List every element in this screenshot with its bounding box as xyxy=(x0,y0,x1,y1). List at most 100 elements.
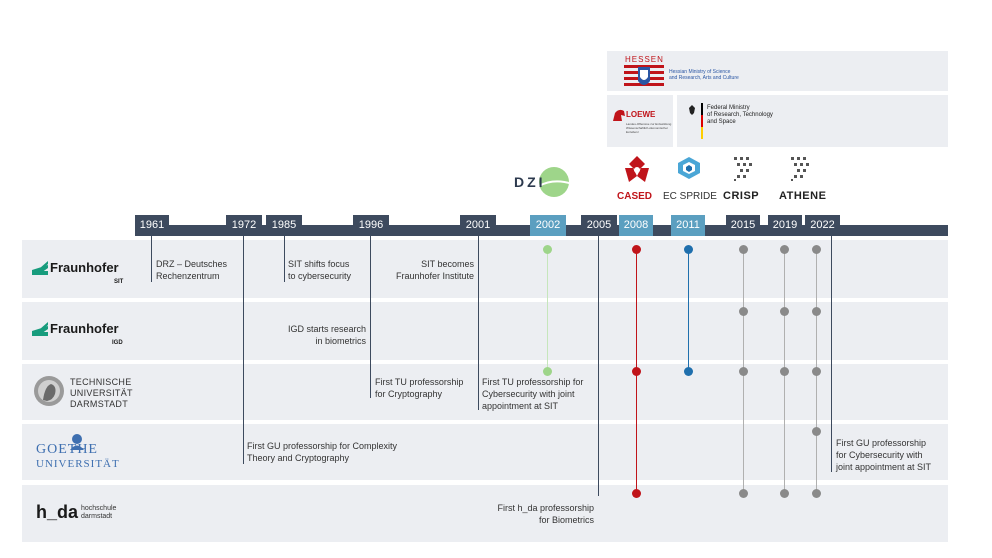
line-2001 xyxy=(478,236,479,410)
logo-fraunhofer-sit: Fraunhofer SIT xyxy=(32,259,132,289)
dot-ecspride-tu xyxy=(684,367,693,376)
loewe-sub-line1: Landes-Offensive zur Entwicklung xyxy=(626,122,672,126)
hda-name: h_da xyxy=(36,502,79,522)
row-tu-darmstadt xyxy=(22,364,948,420)
line-2005 xyxy=(598,236,599,496)
year-1961: 1961 xyxy=(135,215,169,236)
year-2019: 2019 xyxy=(768,215,802,236)
hda-line2: darmstadt xyxy=(81,513,113,520)
tu-line2: UNIVERSITÄT xyxy=(70,388,133,398)
tu-line1: TECHNISCHE xyxy=(70,377,132,387)
event-drz: DRZ – Deutsches Rechenzentrum xyxy=(156,258,227,282)
event-igd-bio-line1: IGD starts research xyxy=(287,324,366,334)
loewe-lion-icon xyxy=(613,109,625,121)
year-1972: 1972 xyxy=(226,215,262,236)
federal-flag xyxy=(701,103,703,139)
goethe-line2: UNIVERSITÄT xyxy=(36,458,120,470)
event-gu-complexity-line1: First GU professorship for Complexity xyxy=(247,441,398,451)
dot-cased-hda xyxy=(632,489,641,498)
year-2001: 2001 xyxy=(460,215,496,236)
line-2011 xyxy=(688,249,689,371)
fraunhofer-mark-icon xyxy=(32,261,48,275)
line-1996 xyxy=(370,236,371,398)
federal-line3: and Space xyxy=(707,119,736,125)
hda-line1: hochschule xyxy=(81,505,117,512)
year-2015: 2015 xyxy=(726,215,760,236)
event-drz-line2: Rechenzentrum xyxy=(156,271,220,281)
funder-panel-hessen: HESSEN Hessian Ministry of Science and R… xyxy=(607,51,948,91)
athena-head-icon xyxy=(34,376,64,406)
logo-ec-spride: EC SPRIDE xyxy=(661,156,717,204)
year-1985: 1985 xyxy=(266,215,302,236)
funder-panel-federal: Federal Ministry of Research, Technology… xyxy=(677,95,948,147)
ec-spride-icon xyxy=(678,157,700,179)
event-tu-cyber: First TU professorship for Cybersecurity… xyxy=(482,376,583,412)
logo-dzi: DZI xyxy=(512,166,574,198)
row-fraunhofer-igd xyxy=(22,302,948,360)
ec-spride-label: EC SPRIDE xyxy=(663,191,717,202)
dot-athene19-igd xyxy=(780,307,789,316)
dot-athene22-igd xyxy=(812,307,821,316)
event-tu-crypto: First TU professorship for Cryptography xyxy=(375,376,463,400)
fraunhofer-igd-name: Fraunhofer xyxy=(50,321,119,336)
federal-line2: of Research, Technology xyxy=(707,112,773,118)
dot-athene19-tu xyxy=(780,367,789,376)
logo-athene: ATHENE xyxy=(776,156,832,204)
dot-crisp-igd xyxy=(739,307,748,316)
dot-crisp-tu xyxy=(739,367,748,376)
fraunhofer-sit-sub: SIT xyxy=(114,279,124,285)
event-sit-shift: SIT shifts focus to cybersecurity xyxy=(288,258,351,282)
event-hda-bio: First h_da professorship for Biometrics xyxy=(474,502,594,526)
event-tu-cyber-line1: First TU professorship for xyxy=(482,377,584,387)
event-gu-complexity-line2: Theory and Cryptography xyxy=(247,453,350,463)
logo-hda: h_da hochschule darmstadt xyxy=(36,502,136,526)
line-1972 xyxy=(243,236,244,464)
line-1985 xyxy=(284,236,285,282)
goethe-portrait-icon xyxy=(70,434,84,450)
event-hda-bio-line2: for Biometrics xyxy=(538,515,594,525)
federal-eagle-icon xyxy=(689,105,695,115)
goethe-line1: GOETHE xyxy=(36,442,98,457)
dot-dzi-sit xyxy=(543,245,552,254)
year-2005: 2005 xyxy=(581,215,617,236)
event-igd-bio-line2: in biometrics xyxy=(315,336,366,346)
dot-athene19-sit xyxy=(780,245,789,254)
event-tu-cyber-line3: appointment at SIT xyxy=(482,401,559,411)
dot-athene22-sit xyxy=(812,245,821,254)
row-goethe xyxy=(22,424,948,480)
dot-crisp-hda xyxy=(739,489,748,498)
year-1996: 1996 xyxy=(353,215,389,236)
logo-fraunhofer-igd: Fraunhofer IGD xyxy=(32,320,132,350)
funder-panel-loewe: LOEWE Landes-Offensive zur Entwicklung W… xyxy=(607,95,673,147)
federal-ministry: Federal Ministry of Research, Technology… xyxy=(707,105,773,126)
year-2002: 2002 xyxy=(530,215,566,236)
hessen-label: HESSEN xyxy=(625,55,664,64)
year-2008: 2008 xyxy=(619,215,653,236)
row-hda xyxy=(22,485,948,542)
year-2011: 2011 xyxy=(671,215,705,236)
event-tu-cyber-line2: Cybersecurity with joint xyxy=(482,389,575,399)
dzi-circle-icon xyxy=(538,167,572,197)
hessen-ministry-line1: Hessian Ministry of Science xyxy=(669,69,731,75)
event-gu-cyber-line3: joint appointment at SIT xyxy=(836,462,932,472)
dot-cased-tu xyxy=(632,367,641,376)
cased-flower-icon xyxy=(625,156,649,182)
event-gu-cyber-line1: First GU professorship xyxy=(836,438,927,448)
event-sit-fraunhofer: SIT becomes Fraunhofer Institute xyxy=(384,258,474,282)
event-sit-shift-line1: SIT shifts focus xyxy=(288,259,350,269)
event-hda-bio-line1: First h_da professorship xyxy=(497,503,594,513)
dot-cased-sit xyxy=(632,245,641,254)
dot-dzi-tu xyxy=(543,367,552,376)
dot-athene19-hda xyxy=(780,489,789,498)
event-igd-bio: IGD starts research in biometrics xyxy=(270,323,366,347)
tu-line3: DARMSTADT xyxy=(70,399,129,409)
logo-crisp: CRISP xyxy=(719,156,769,204)
line-2022-goethe xyxy=(831,236,832,472)
loewe-sub: Landes-Offensive zur Entwicklung Wissens… xyxy=(626,122,673,134)
event-gu-complexity: First GU professorship for Complexity Th… xyxy=(247,440,397,464)
logo-cased: CASED xyxy=(616,154,660,204)
dot-athene22-hda xyxy=(812,489,821,498)
fraunhofer-igd-sub: IGD xyxy=(112,340,123,346)
fraunhofer-mark-icon xyxy=(32,322,48,336)
